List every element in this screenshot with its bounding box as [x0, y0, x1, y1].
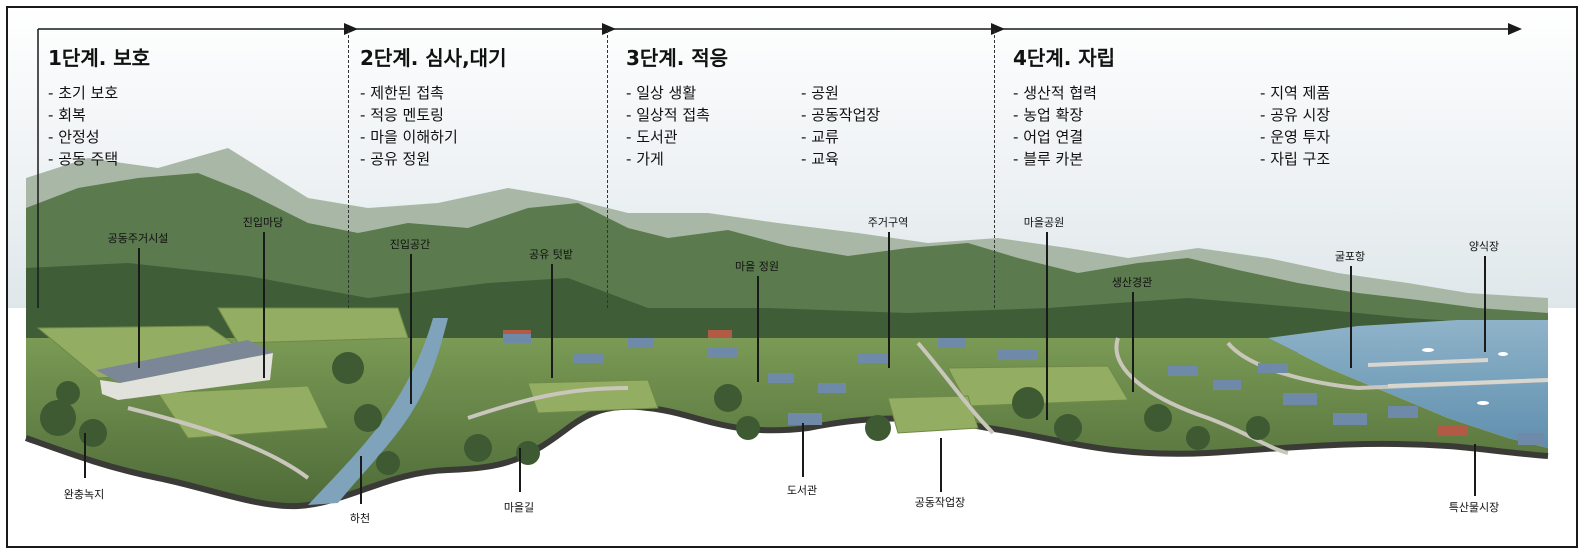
label-gulpo-harbor: 굴포항 [1334, 250, 1366, 263]
leader-line [1046, 232, 1048, 420]
phase-3-list-a: 일상 생활 일상적 접촉 도서관 가게 [626, 82, 710, 170]
label-residential-zone: 주거구역 [867, 216, 909, 229]
village-panorama [8, 8, 1576, 510]
label-library: 도서관 [786, 484, 818, 497]
label-shared-garden: 공유 텃밭 [529, 248, 573, 261]
phase-2-list: 제한된 접촉 적응 멘토링 마을 이해하기 공유 정원 [360, 82, 458, 170]
piers [1367, 358, 1549, 388]
village-land [26, 338, 1548, 507]
list-item: 제한된 접촉 [360, 82, 458, 104]
list-item: 일상 생활 [626, 82, 710, 104]
label-joint-workshop: 공동작업장 [914, 496, 966, 509]
list-item: 교류 [801, 126, 880, 148]
phase-4-title: 4단계. 자립 [1013, 46, 1116, 70]
list-item: 초기 보호 [48, 82, 118, 104]
phase-3-list-b: 공원 공동작업장 교류 교육 [801, 82, 880, 170]
phase-arrowhead-1 [344, 23, 358, 35]
timeline-arrow [37, 23, 1522, 308]
leader-line [138, 248, 140, 368]
label-entry-yard: 진입마당 [242, 216, 284, 229]
leader-line [84, 433, 86, 478]
ground-edge [24, 403, 1549, 510]
label-village-garden: 마을 정원 [735, 260, 779, 273]
phase-3-title: 3단계. 적응 [626, 46, 729, 70]
list-item: 운영 투자 [1260, 126, 1330, 148]
list-item: 어업 연결 [1013, 126, 1097, 148]
boats [1422, 348, 1508, 405]
leader-line [802, 423, 804, 477]
river [308, 318, 448, 505]
leader-line [410, 254, 412, 404]
list-item: 안정성 [48, 126, 118, 148]
leader-line [1350, 266, 1352, 368]
label-communal-housing: 공동주거시설 [107, 232, 169, 245]
phase-arrowhead-4 [1508, 23, 1522, 35]
leader-line [940, 438, 942, 492]
list-item: 교육 [801, 148, 880, 170]
phase-4-list-a: 생산적 협력 농업 확장 어업 연결 블루 카본 [1013, 82, 1097, 170]
label-production-landscape: 생산경관 [1111, 276, 1153, 289]
village-houses [503, 333, 1544, 445]
community-housing-building [96, 340, 273, 400]
list-item: 공유 시장 [1260, 104, 1330, 126]
leader-line [551, 264, 553, 378]
phase-4-list-b: 지역 제품 공유 시장 운영 투자 자립 구조 [1260, 82, 1330, 170]
label-specialty-market: 특산물시장 [1448, 501, 1500, 514]
phase-1-list: 초기 보호 회복 안정성 공동 주택 [48, 82, 118, 170]
list-item: 가게 [626, 148, 710, 170]
leader-line [263, 232, 265, 378]
list-item: 도서관 [626, 126, 710, 148]
phase-arrowhead-2 [602, 23, 616, 35]
list-item: 일상적 접촉 [626, 104, 710, 126]
label-village-park: 마을공원 [1023, 216, 1065, 229]
farm-fields [36, 307, 1129, 439]
leader-line [888, 232, 890, 368]
roads [127, 337, 1549, 480]
label-village-road: 마을길 [503, 501, 535, 514]
phase-2-title: 2단계. 심사,대기 [360, 46, 507, 70]
diagram-frame: 1단계. 보호 초기 보호 회복 안정성 공동 주택 2단계. 심사,대기 제한… [6, 6, 1578, 548]
list-item: 적응 멘토링 [360, 104, 458, 126]
label-aquafarm: 양식장 [1468, 240, 1500, 253]
label-stream: 하천 [349, 512, 371, 525]
list-item: 마을 이해하기 [360, 126, 458, 148]
phase-divider-2 [348, 30, 349, 308]
leader-line [1132, 292, 1134, 392]
list-item: 자립 구조 [1260, 148, 1330, 170]
leader-line [360, 456, 362, 504]
label-entry-space: 진입공간 [389, 238, 431, 251]
list-item: 블루 카본 [1013, 148, 1097, 170]
leader-line [519, 448, 521, 492]
village-roofs-red [503, 330, 1468, 436]
tree-clusters [40, 352, 1270, 475]
leader-line [1484, 256, 1486, 352]
list-item: 공원 [801, 82, 880, 104]
phase-divider-4 [994, 30, 995, 308]
list-item: 생산적 협력 [1013, 82, 1097, 104]
list-item: 공동 주택 [48, 148, 118, 170]
list-item: 농업 확장 [1013, 104, 1097, 126]
list-item: 공동작업장 [801, 104, 880, 126]
leader-line [1474, 444, 1476, 496]
phase-1-title: 1단계. 보호 [48, 46, 151, 70]
label-buffer-green: 완충녹지 [63, 488, 105, 501]
list-item: 공유 정원 [360, 148, 458, 170]
phase-divider-3 [607, 30, 608, 308]
forest-band [26, 263, 1548, 353]
list-item: 회복 [48, 104, 118, 126]
leader-line [757, 276, 759, 382]
list-item: 지역 제품 [1260, 82, 1330, 104]
